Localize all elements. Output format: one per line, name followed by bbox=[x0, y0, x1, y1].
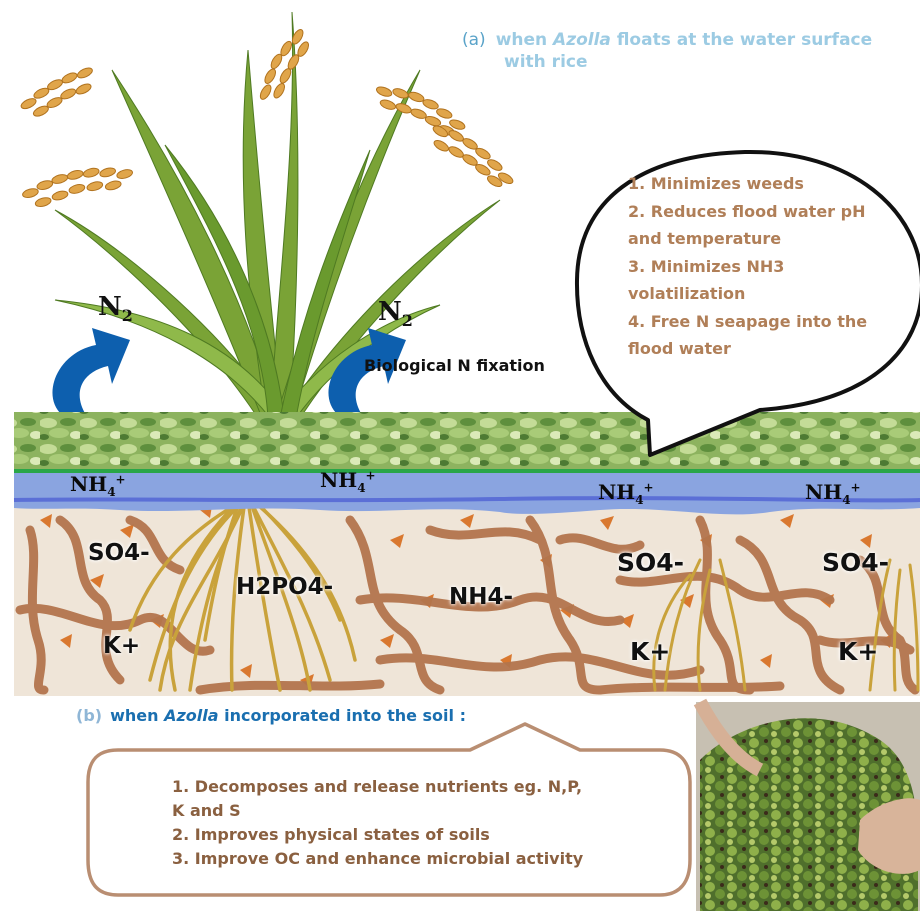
ion-so4-right: SO4- bbox=[822, 548, 889, 577]
nh4-label-2: NH4+ bbox=[320, 468, 376, 495]
nutrient-box-list: 1. Decomposes and release nutrients eg. … bbox=[172, 775, 583, 871]
bubble-item: 3. Minimizes NH3 bbox=[628, 253, 920, 281]
caption-a-marker: (a) bbox=[462, 30, 486, 50]
caption-a-italic: Azolla bbox=[553, 30, 611, 50]
n2-label-right: N2 bbox=[378, 297, 413, 330]
biological-n-fixation-label: Biological N fixation bbox=[364, 356, 545, 375]
bubble-item: 4. Free N seapage into the bbox=[628, 308, 920, 336]
ion-h2po4: H2PO4- bbox=[236, 574, 333, 600]
ion-k-mid: K+ bbox=[630, 637, 670, 666]
rice-grain-panicles bbox=[17, 25, 520, 213]
azolla-photo bbox=[696, 702, 920, 911]
ion-so4-left: SO4- bbox=[88, 540, 150, 566]
n2-left-sub: 2 bbox=[122, 306, 133, 325]
nh4-label-4: NH4+ bbox=[805, 480, 861, 507]
caption-b-before: when bbox=[110, 706, 164, 725]
nh4-main: NH bbox=[70, 472, 107, 496]
n2-right-sub: 2 bbox=[402, 311, 413, 330]
bubble-item: and temperature bbox=[628, 225, 920, 253]
nh4-sup: + bbox=[116, 472, 126, 486]
speech-bubble-list: 1. Minimizes weeds 2. Reduces flood wate… bbox=[628, 170, 920, 363]
nh4-main: NH bbox=[320, 468, 357, 492]
caption-b-marker: (b) bbox=[76, 706, 102, 725]
ion-k-right: K+ bbox=[838, 637, 878, 666]
nh4-main: NH bbox=[598, 480, 635, 504]
ion-k-left: K+ bbox=[103, 633, 140, 659]
nh4-label-3: NH4+ bbox=[598, 480, 654, 507]
flood-water bbox=[14, 472, 920, 514]
nh4-sub: 4 bbox=[842, 493, 850, 507]
box-item: K and S bbox=[172, 799, 583, 823]
azolla-mat bbox=[14, 412, 920, 469]
caption-b-italic: Azolla bbox=[164, 706, 218, 725]
box-item: 1. Decomposes and release nutrients eg. … bbox=[172, 775, 583, 799]
caption-b-after: incorporated into the soil : bbox=[219, 706, 466, 725]
nh4-sup: + bbox=[644, 480, 654, 494]
box-item: 3. Improve OC and enhance microbial acti… bbox=[172, 847, 583, 871]
nh4-sub: 4 bbox=[107, 485, 115, 499]
bubble-item: 1. Minimizes weeds bbox=[628, 170, 920, 198]
bubble-item: flood water bbox=[628, 335, 920, 363]
bubble-item: 2. Reduces flood water pH bbox=[628, 198, 920, 226]
box-item: 2. Improves physical states of soils bbox=[172, 823, 583, 847]
n2-left-main: N bbox=[98, 292, 122, 322]
n2-arrow-left bbox=[52, 328, 130, 415]
caption-a-before: when bbox=[496, 30, 553, 50]
nh4-main: NH bbox=[805, 480, 842, 504]
bubble-item: volatilization bbox=[628, 280, 920, 308]
nh4-sub: 4 bbox=[635, 493, 643, 507]
caption-b: (b) when Azolla incorporated into the soi… bbox=[76, 706, 466, 725]
caption-a-after: floats at the water surface bbox=[611, 30, 872, 50]
n2-right-main: N bbox=[378, 297, 402, 327]
ion-so4-mid: SO4- bbox=[617, 548, 684, 577]
nh4-sup: + bbox=[366, 468, 376, 482]
nh4-label-1: NH4+ bbox=[70, 472, 126, 499]
nh4-sup: + bbox=[851, 480, 861, 494]
caption-a: (a) when Azolla floats at the water surfa… bbox=[462, 30, 872, 51]
nh4-sub: 4 bbox=[357, 481, 365, 495]
n2-label-left: N2 bbox=[98, 292, 133, 325]
ion-nh4-minus: NH4- bbox=[449, 584, 513, 610]
caption-a-line2: with rice bbox=[504, 52, 588, 73]
water-shimmer bbox=[14, 498, 920, 500]
